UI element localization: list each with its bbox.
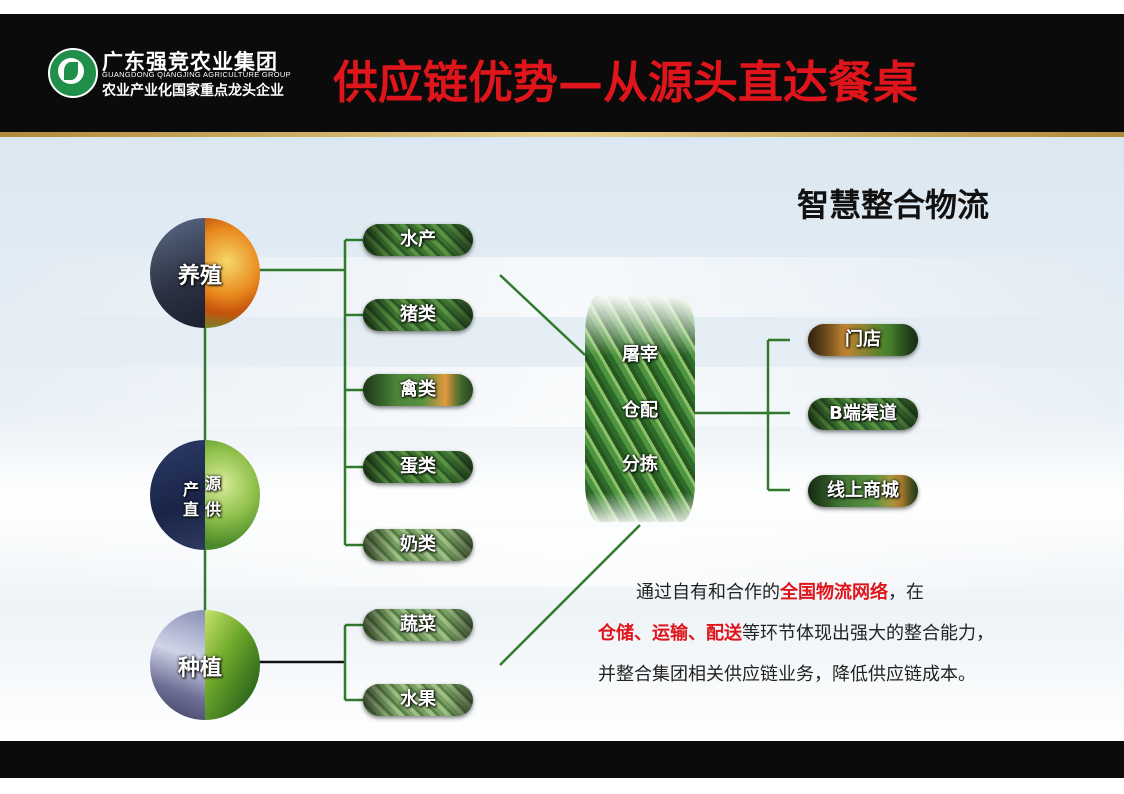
category-pill-eggs[interactable]: 蛋类 bbox=[363, 451, 473, 483]
planting-label: 种植 bbox=[178, 656, 223, 681]
highlight-logistics-network: 全国物流网络 bbox=[780, 582, 888, 603]
footer-bar bbox=[0, 741, 1124, 778]
origin-label-line2b: 供 bbox=[205, 500, 222, 519]
page-title: 供应链优势—从源头直达餐桌 bbox=[333, 56, 919, 109]
channel-pill-online-mall[interactable]: 线上商城 bbox=[808, 475, 918, 507]
category-pill-poultry[interactable]: 禽类 bbox=[363, 374, 473, 406]
category-pill-fruit[interactable]: 水果 bbox=[363, 684, 473, 716]
category-pill-pork[interactable]: 猪类 bbox=[363, 299, 473, 331]
processing-slaughter: 屠宰 bbox=[622, 344, 658, 365]
origin-label-line1b: 源 bbox=[205, 474, 222, 493]
category-pill-dairy[interactable]: 奶类 bbox=[363, 529, 473, 561]
header-gold-rule bbox=[0, 132, 1124, 137]
origin-direct-circle[interactable]: 产 源 直 供 bbox=[150, 440, 260, 550]
company-name-en: GUANGDONG QIANGJING AGRICULTURE GROUP bbox=[102, 70, 291, 79]
planting-circle[interactable]: 种植 bbox=[150, 610, 260, 720]
company-name: 广东强竞农业集团 bbox=[102, 50, 278, 74]
processing-sorting: 分拣 bbox=[622, 454, 658, 475]
channel-pill-b2b[interactable]: B端渠道 bbox=[808, 398, 918, 430]
category-pill-vegetables[interactable]: 蔬菜 bbox=[363, 609, 473, 641]
breeding-circle[interactable]: 养殖 bbox=[150, 218, 260, 328]
breeding-label: 养殖 bbox=[178, 264, 223, 289]
processing-warehousing: 仓配 bbox=[622, 400, 658, 421]
channel-pill-store[interactable]: 门店 bbox=[808, 324, 918, 356]
highlight-storage-transport: 仓储、运输、配送 bbox=[598, 623, 742, 644]
description-paragraph: 通过自有和合作的全国物流网络，在仓储、运输、配送等环节体现出强大的整合能力，并整… bbox=[598, 582, 994, 685]
section-title: 智慧整合物流 bbox=[797, 186, 990, 224]
category-pill-seafood[interactable]: 水产 bbox=[363, 224, 473, 256]
header-bar bbox=[0, 14, 1124, 132]
origin-label-line2: 直 bbox=[183, 500, 200, 519]
company-tagline: 农业产业化国家重点龙头企业 bbox=[102, 83, 284, 99]
processing-hub[interactable]: 屠宰 仓配 分拣 bbox=[585, 296, 695, 522]
origin-label-line1: 产 bbox=[183, 480, 200, 499]
